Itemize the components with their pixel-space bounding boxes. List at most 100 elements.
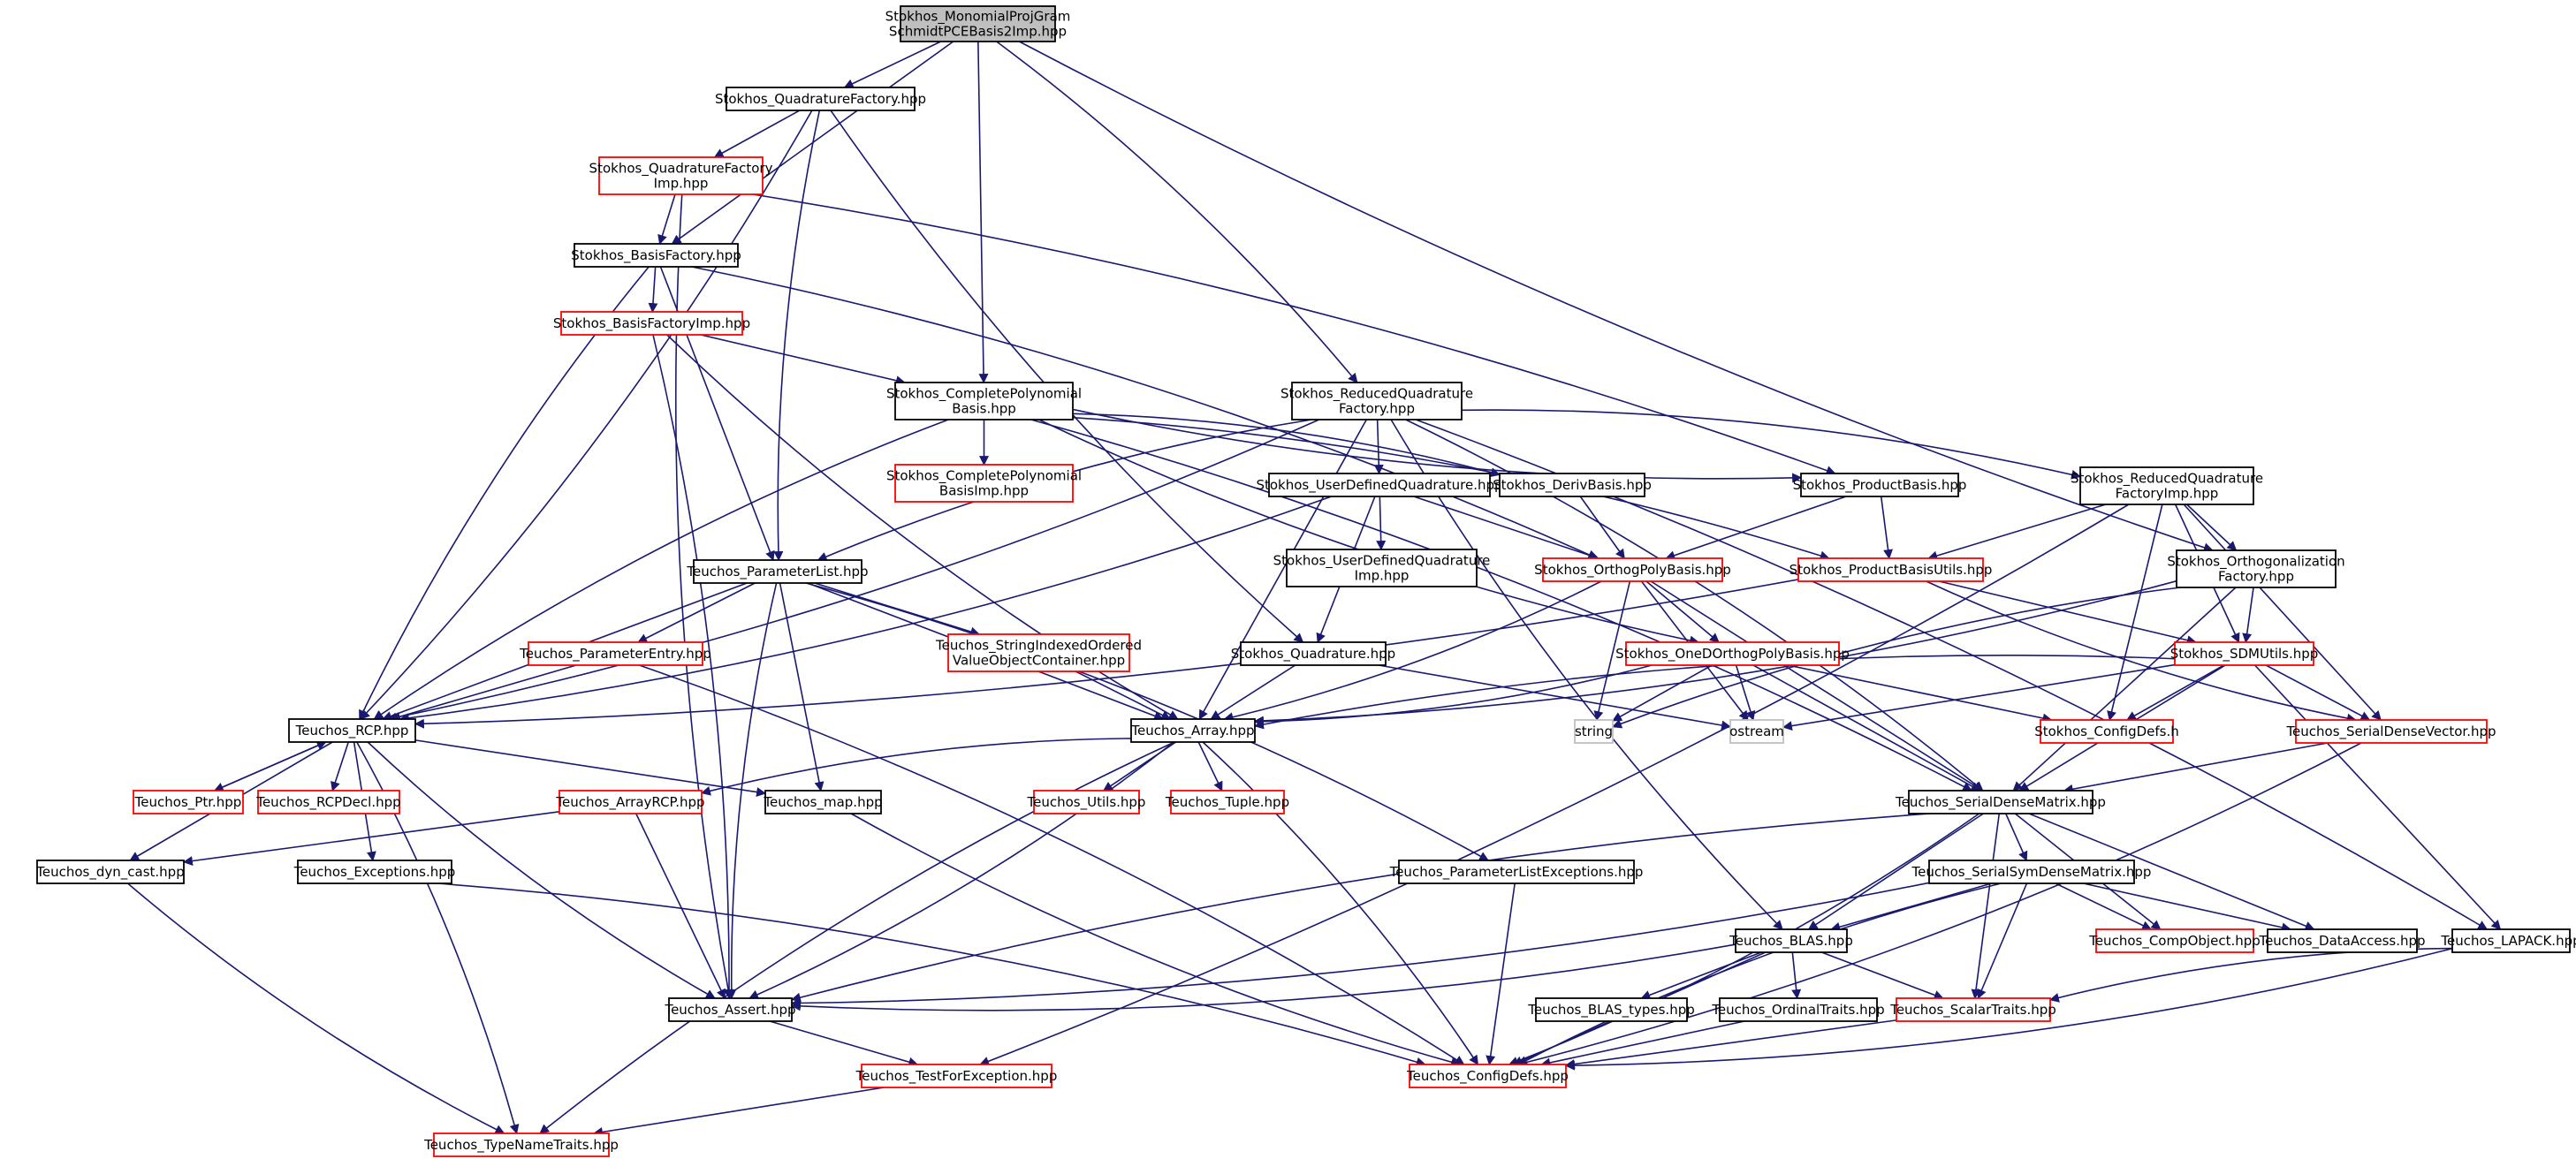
node-box — [36, 860, 185, 884]
node-plexceptions[interactable]: Teuchos_ParameterListExceptions.hpp — [1389, 860, 1644, 884]
node-basisfacimp[interactable]: Stokhos_BasisFactoryImp.hpp — [553, 311, 750, 336]
edge-orthfac-to-string — [1611, 587, 2181, 729]
edge-symmat-to-dataaccess — [2083, 883, 2291, 933]
edge-quadfacimp-to-basisfac — [657, 193, 676, 246]
edge-onedortho-to-array — [1253, 664, 1653, 727]
edge-redquad-to-redquadimp — [1461, 409, 2082, 480]
node-root[interactable]: Stokhos_MonomialProjGramSchmidtPCEBasis2… — [885, 5, 1071, 42]
edge-quadfac-to-quadfacimp — [713, 110, 801, 158]
node-label: Teuchos_RCPDecl.hpp — [255, 794, 400, 811]
node-userquad[interactable]: Stokhos_UserDefinedQuadrature.hpp — [1256, 473, 1503, 497]
edge-sdmutils-to-serialvec — [2265, 664, 2371, 721]
edge-array-to-arrayrcp — [700, 738, 1132, 796]
node-sdmutils[interactable]: Stokhos_SDMUtils.hpp — [2170, 641, 2319, 666]
edge-symmat-to-assert — [790, 882, 1930, 1009]
node-array[interactable]: Teuchos_Array.hpp — [1130, 718, 1256, 743]
node-box — [1800, 473, 1959, 497]
node-prodbasis[interactable]: Stokhos_ProductBasis.hpp — [1793, 473, 1967, 497]
edge-symmat-to-configdefs — [1517, 883, 2002, 1065]
node-box — [900, 5, 1056, 42]
edge-strindexed-to-array — [1075, 670, 1172, 720]
node-typename[interactable]: Teuchos_TypeNameTraits.hpp — [423, 1132, 619, 1157]
node-dyncast[interactable]: Teuchos_dyn_cast.hpp — [35, 860, 185, 884]
node-map[interactable]: Teuchos_map.hpp — [763, 790, 883, 814]
node-box — [288, 718, 416, 743]
node-testexc[interactable]: Teuchos_TestForException.hpp — [855, 1064, 1058, 1088]
edge-orthfac-to-serialmat — [2012, 587, 2237, 792]
node-string[interactable]: string — [1574, 719, 1614, 744]
node-produtils[interactable]: Stokhos_ProductBasisUtils.hpp — [1790, 557, 1993, 582]
edge-lapack-to-scalar — [2048, 947, 2453, 1003]
node-paramentry[interactable]: Teuchos_ParameterEntry.hpp — [519, 641, 711, 666]
edge-ordinal-to-configdefs — [1540, 1020, 1745, 1068]
edge-complpoly-to-rcp — [373, 419, 949, 720]
edge-redquadimp-to-orthfac — [2186, 504, 2238, 551]
node-label: Stokhos_OneDOrthogPolyBasis.hpp — [1615, 646, 1850, 663]
node-label: ValueObjectContainer.hpp — [953, 653, 1125, 669]
edge-blas-to-blastypes — [1640, 951, 1762, 1000]
node-label: Stokhos_Orthogonalization — [2167, 554, 2344, 571]
node-box — [764, 790, 882, 814]
edge-symmat-to-scalar — [1977, 883, 2028, 1000]
node-assert[interactable]: Teuchos_Assert.hpp — [664, 997, 796, 1022]
node-lapack[interactable]: Teuchos_LAPACK.hpp — [2440, 928, 2576, 953]
node-box — [1286, 549, 1478, 587]
edge-redquad-to-array — [1198, 419, 1367, 720]
node-exceptions[interactable]: Teuchos_Exceptions.hpp — [293, 860, 456, 884]
node-rcpdecl[interactable]: Teuchos_RCPDecl.hpp — [255, 790, 401, 814]
edge-assert-to-testexc — [769, 1020, 919, 1067]
node-ptr[interactable]: Teuchos_Ptr.hpp — [133, 790, 244, 814]
node-serialvec[interactable]: Teuchos_SerialDenseVector.hpp — [2285, 719, 2496, 744]
node-orthpoly[interactable]: Stokhos_OrthogPolyBasis.hpp — [1534, 557, 1731, 582]
node-serialmat[interactable]: Teuchos_SerialDenseMatrix.hpp — [1895, 790, 2106, 814]
edge-quadfac-to-quadrature — [830, 110, 1304, 643]
edge-dyncast-to-typename — [127, 883, 505, 1134]
node-rcp[interactable]: Teuchos_RCP.hpp — [288, 718, 416, 743]
node-label: Teuchos_ParameterListExceptions.hpp — [1389, 864, 1644, 881]
node-compobj[interactable]: Teuchos_CompObject.hpp — [2088, 928, 2261, 953]
node-ostream[interactable]: ostream — [1729, 719, 1784, 744]
node-derivbasis[interactable]: Stokhos_DerivBasis.hpp — [1493, 473, 1652, 497]
edge-ptr-to-rcp — [214, 740, 327, 792]
node-quadrature[interactable]: Stokhos_Quadrature.hpp — [1231, 641, 1395, 666]
node-quadfac[interactable]: Stokhos_QuadratureFactory.hpp — [715, 87, 926, 111]
node-onedortho[interactable]: Stokhos_OneDOrthogPolyBasis.hpp — [1615, 641, 1850, 666]
node-basisfac[interactable]: Stokhos_BasisFactory.hpp — [571, 243, 741, 268]
node-stokconfig[interactable]: Stokhos_ConfigDefs.h — [2034, 719, 2179, 744]
node-box — [2176, 549, 2337, 588]
node-utils[interactable]: Teuchos_Utils.hpp — [1027, 790, 1146, 814]
node-paramlist[interactable]: Teuchos_ParameterList.hpp — [686, 559, 869, 584]
edge-serialmat-to-scalar — [1971, 813, 2001, 1000]
edge-root-to-orthfac — [1019, 41, 2214, 553]
node-scalar[interactable]: Teuchos_ScalarTraits.hpp — [1889, 997, 2056, 1022]
edge-blas-to-ordinal — [1791, 951, 1802, 1000]
node-label: Factory.hpp — [2218, 569, 2294, 585]
node-configdefs[interactable]: Teuchos_ConfigDefs.hpp — [1406, 1064, 1569, 1088]
edge-quadfac-to-rcp — [360, 110, 813, 720]
node-ordinal[interactable]: Teuchos_OrdinalTraits.hpp — [1711, 997, 1885, 1022]
node-box — [133, 790, 244, 814]
node-symmat[interactable]: Teuchos_SerialSymDenseMatrix.hpp — [1911, 860, 2152, 884]
node-strindexed[interactable]: Teuchos_StringIndexedOrderedValueObjectC… — [935, 633, 1142, 672]
node-arrayrcp[interactable]: Teuchos_ArrayRCP.hpp — [555, 790, 705, 814]
edge-userquad-to-userquadimp — [1376, 496, 1387, 551]
edge-plexceptions-to-configdefs — [1486, 883, 1516, 1066]
node-dataaccess[interactable]: Teuchos_DataAccess.hpp — [2258, 928, 2426, 953]
node-label: Teuchos_Exceptions.hpp — [293, 864, 456, 881]
node-blas[interactable]: Teuchos_BLAS.hpp — [1729, 928, 1853, 953]
edge-blas-to-scalar — [1821, 951, 1944, 1000]
node-label: Stokhos_CompletePolynomial — [886, 386, 1082, 403]
edge-paramlist-to-plexceptions — [805, 582, 1490, 861]
edge-root-to-complpoly — [977, 41, 989, 384]
node-blastypes[interactable]: Teuchos_BLAS_types.hpp — [1527, 997, 1695, 1022]
node-box — [2451, 928, 2571, 953]
node-box — [1240, 641, 1387, 666]
node-tuple[interactable]: Teuchos_Tuple.hpp — [1165, 790, 1289, 814]
